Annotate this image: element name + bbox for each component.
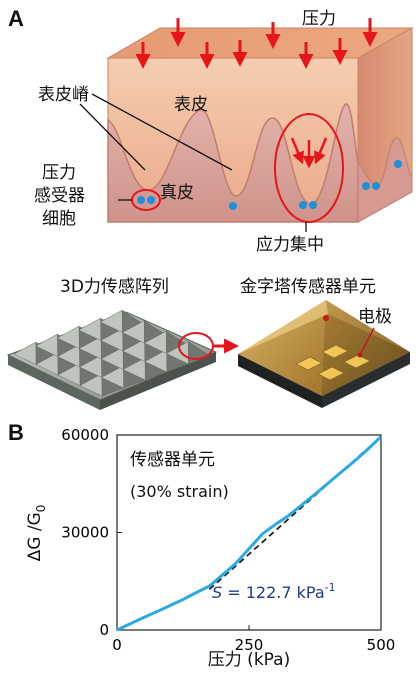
- pyramid-face-back: [238, 300, 328, 354]
- pyramid-face: [57, 344, 80, 368]
- epidermis-label: 表皮: [174, 95, 208, 115]
- chart: 0 250 500 0 30000 60000 传感器单元 (30% strain) S …: [25, 426, 395, 670]
- pyramid-face: [99, 309, 123, 333]
- receptor-cell: [137, 196, 145, 204]
- y-tick-label: 30000: [61, 524, 109, 542]
- array-base-side: [100, 352, 216, 410]
- dermis-region: [107, 103, 359, 223]
- pyramid-face: [35, 352, 59, 376]
- ridge-pointer-line: [79, 103, 146, 171]
- receptor-label-line: 细胞: [42, 209, 76, 229]
- array-label: 3D力传感阵列: [60, 277, 169, 297]
- pyramid-face: [13, 341, 37, 365]
- sensitivity-value: = 122.7 kPa: [222, 583, 324, 602]
- x-axis-label: 压力 (kPa): [208, 650, 290, 670]
- apex-dot: [323, 315, 329, 321]
- y-axis-label: ΔG /G0: [25, 505, 48, 562]
- receptor-cell: [299, 201, 307, 209]
- pyramid-sensor-unit: [238, 300, 410, 408]
- sensitivity-annotation: S = 122.7 kPa-1: [212, 581, 336, 602]
- receptor-cell: [147, 196, 155, 204]
- panel-b-letter: B: [8, 420, 24, 445]
- epidermal-ridge-label: 表皮嵴: [38, 85, 89, 105]
- receptor-label-line: 感受器: [34, 186, 85, 206]
- stress-arrow: [314, 137, 328, 165]
- pyramid-face: [57, 362, 81, 386]
- mechanoreceptor-cells: [137, 160, 402, 210]
- electrode-pointer-line: [359, 327, 375, 356]
- sensitivity-exponent: -1: [325, 581, 336, 594]
- dermis-label: 真皮: [160, 183, 194, 203]
- pyramid-face: [122, 338, 146, 362]
- pyramid-face: [79, 373, 103, 397]
- y-tick-label: 0: [99, 621, 109, 639]
- panel-a-letter: A: [8, 6, 24, 31]
- x-tick-label: 250: [235, 636, 264, 654]
- receptor-cell: [229, 202, 237, 210]
- electrode-label: 电极: [358, 307, 392, 327]
- array-base-front: [8, 355, 100, 410]
- unit-base-front: [238, 354, 322, 408]
- x-tick-label: 500: [367, 636, 396, 654]
- y-axis-label-main: ΔG /G: [25, 512, 45, 561]
- pyramid-face: [78, 317, 102, 341]
- chart-plot-area: [116, 434, 382, 631]
- receptor-label-line: 压力: [42, 163, 76, 183]
- y-axis-label-sub: 0: [34, 505, 48, 513]
- pyramid-face: [100, 346, 124, 370]
- pyramid-face: [56, 325, 80, 349]
- pyramid-face: [165, 341, 189, 365]
- electrode-pad: [343, 354, 371, 369]
- chart-annotation-title: 传感器单元: [130, 450, 215, 470]
- x-tick-label: 0: [112, 636, 122, 654]
- pyramid-face: [100, 328, 124, 352]
- sensitivity-symbol: S: [212, 583, 222, 602]
- pyramid-face: [144, 349, 168, 373]
- pyramid-face: [78, 336, 102, 360]
- pyramid-face: [35, 333, 58, 357]
- sensor-array: [6, 309, 218, 410]
- dermis-side-ridges: [357, 137, 413, 223]
- pressure-arrows: [135, 18, 378, 69]
- stress-concentration-label: 应力集中: [256, 235, 324, 255]
- pyramid-face: [122, 357, 146, 381]
- stress-arrow: [290, 137, 304, 165]
- pyramid-face: [79, 354, 102, 378]
- data-series-line: [116, 435, 383, 632]
- pressure-label: 压力: [302, 9, 336, 29]
- electrode-pad: [321, 344, 349, 359]
- ridge-pointer-line: [91, 93, 233, 171]
- receptor-cell: [394, 160, 402, 168]
- pyramid-face: [143, 330, 167, 354]
- stress-concentration-ellipse: [274, 113, 344, 223]
- skin-block: [106, 27, 414, 223]
- y-tick-label: 60000: [61, 426, 109, 444]
- pyramid-face-right: [322, 300, 410, 396]
- electrode-pad: [295, 356, 323, 371]
- electrode-pad: [317, 366, 345, 381]
- sensor-unit-label: 金字塔传感器单元: [240, 277, 376, 297]
- pyramid-grid: [13, 309, 211, 397]
- unit-base-side: [322, 352, 410, 408]
- pyramid-face: [101, 365, 124, 389]
- chart-annotation-strain: (30% strain): [130, 482, 229, 501]
- receptor-cell: [372, 182, 380, 190]
- electrode-pointer-dot: [357, 352, 363, 358]
- receptor-cell: [362, 182, 370, 190]
- pyramid-face: [121, 320, 145, 344]
- receptor-cell: [309, 201, 317, 209]
